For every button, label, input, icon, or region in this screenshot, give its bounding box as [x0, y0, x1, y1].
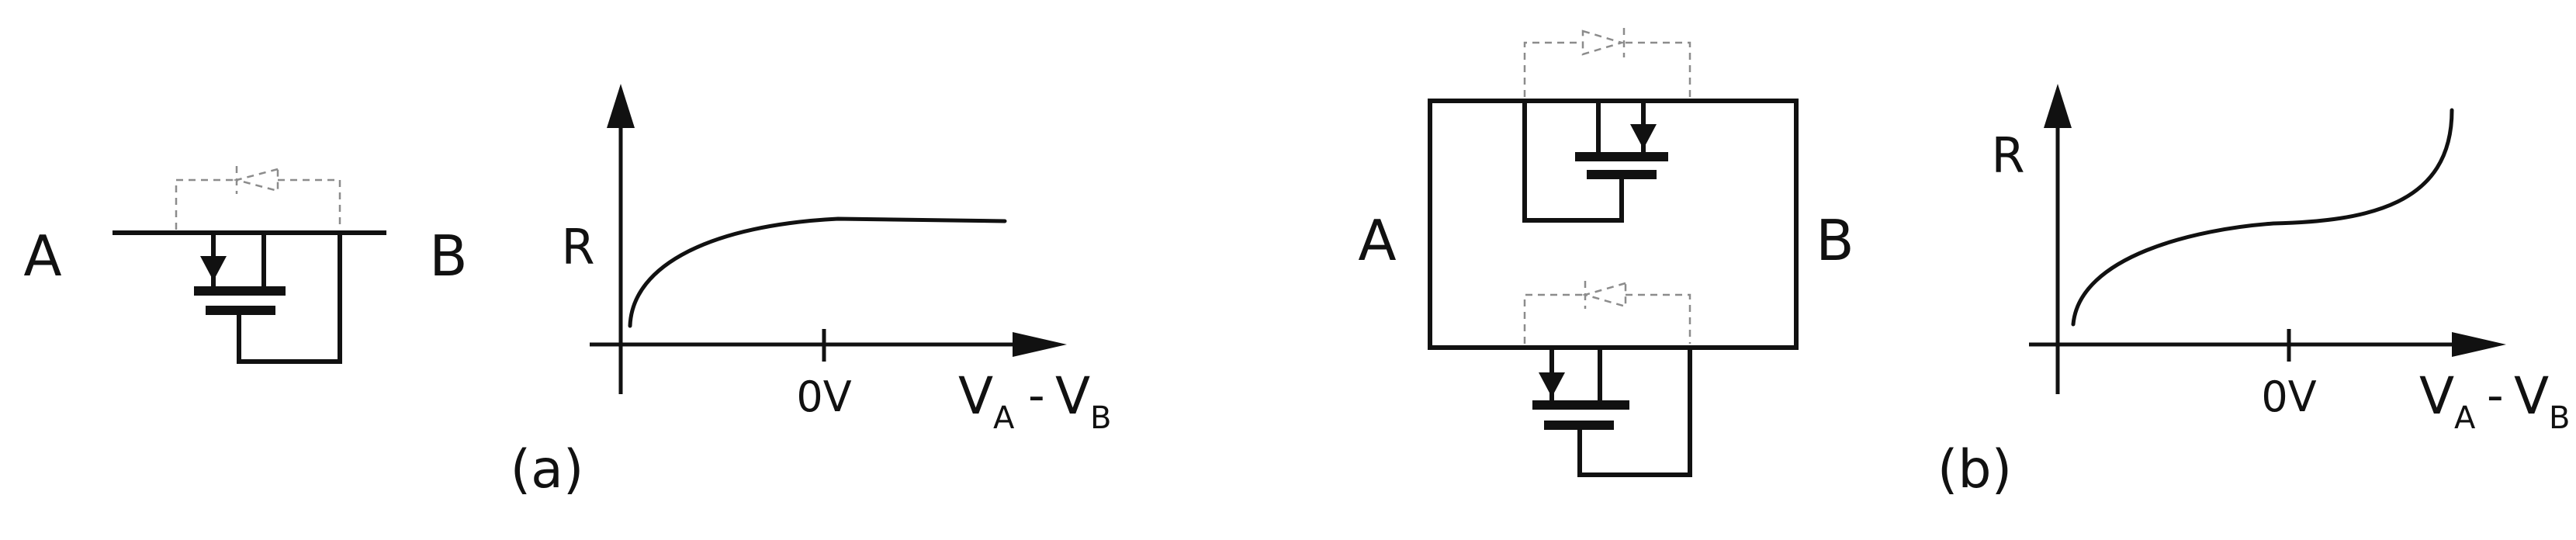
panel-a-graph: R 0V V A - V B: [561, 84, 1111, 436]
v-axis-label-v: V: [958, 366, 993, 426]
v-axis-label-b-v2: V: [2514, 366, 2549, 426]
v-axis-label-b-v: V: [2419, 366, 2454, 426]
v-axis-arrow-icon: [1013, 332, 1067, 357]
node-a-label: A: [23, 223, 61, 289]
r-axis-arrow-icon: [607, 84, 635, 128]
top-gate-wire: [1522, 99, 1624, 223]
v-axis-label-b-minus: -: [2487, 369, 2504, 423]
caption-b: (b): [1937, 439, 2012, 500]
body-diode: [175, 166, 341, 230]
v-axis-label-minus: -: [1028, 369, 1045, 423]
top-arrow-icon: [1630, 124, 1657, 149]
r-axis-label-b: R: [1991, 127, 2024, 184]
v-axis-label-b-sub-b: B: [2549, 400, 2570, 436]
v-axis-label-sub-b: B: [1090, 400, 1111, 436]
r-axis-b-arrow-icon: [2044, 84, 2072, 128]
top-mosfet: [1522, 28, 1691, 223]
v-axis-label-v2: V: [1055, 366, 1090, 426]
gate-wire: [237, 230, 342, 364]
caption-a: (a): [511, 439, 584, 500]
resistance-curve-b: [2071, 108, 2454, 327]
parallel-loop: [1428, 99, 1799, 350]
panel-b: A B: [1358, 28, 2570, 500]
v-axis-label-b: V A - V B: [2419, 366, 2570, 436]
node-a-label-b: A: [1358, 208, 1396, 273]
panel-b-circuit: A B: [1358, 28, 1854, 477]
bottom-body-diode: [1523, 281, 1691, 344]
node-b-label: B: [429, 223, 467, 289]
zero-tick-label-b: 0V: [2261, 372, 2316, 421]
node-b-label-b: B: [1816, 208, 1854, 273]
bottom-gate-wire: [1577, 345, 1692, 477]
r-axis-label: R: [561, 219, 594, 275]
v-axis-label: V A - V B: [958, 366, 1111, 436]
zero-tick-label: 0V: [796, 372, 851, 421]
top-body-diode: [1523, 28, 1691, 97]
bottom-mosfet: [1523, 281, 1692, 477]
panel-a: A B: [23, 84, 1111, 500]
v-axis-b-arrow-icon: [2452, 332, 2506, 357]
drain-arrow-icon: [200, 256, 227, 281]
panel-b-graph: R 0V V A - V B: [1991, 84, 2570, 436]
panel-a-circuit: A B: [23, 166, 468, 364]
v-axis-label-sub-a: A: [993, 400, 1015, 436]
bottom-arrow-icon: [1539, 372, 1565, 397]
v-axis-label-b-sub-a: A: [2454, 400, 2476, 436]
resistance-curve: [628, 216, 1007, 328]
